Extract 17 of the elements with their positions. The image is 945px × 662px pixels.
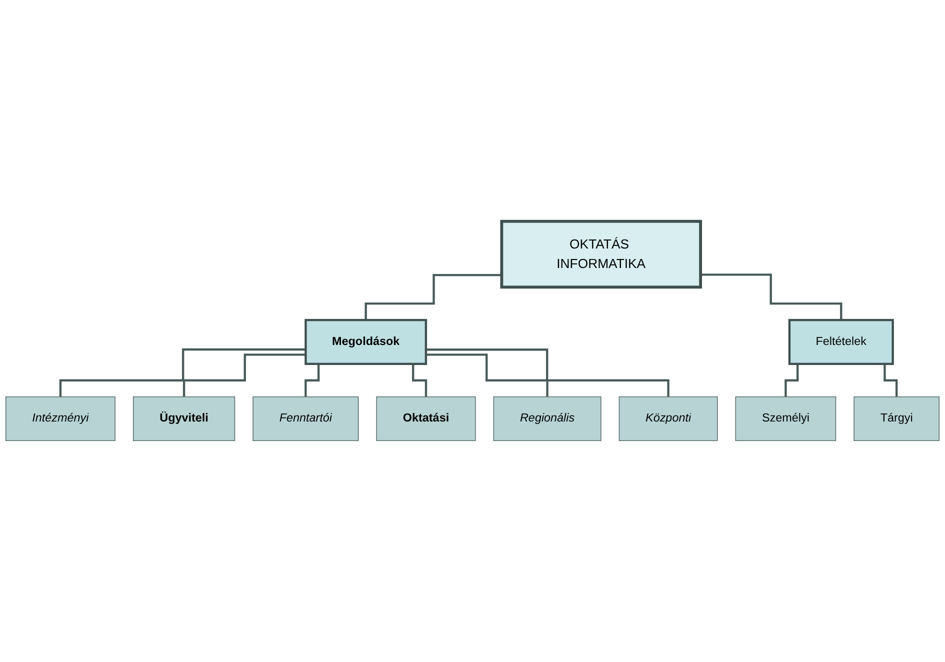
node-box: Központi: [618, 396, 718, 442]
node-box: Személyi: [735, 396, 836, 442]
node-box: Feltételek: [788, 318, 894, 365]
connector: [426, 348, 670, 398]
connector: [426, 354, 548, 398]
node-box: Ügyviteli: [132, 396, 236, 442]
connector: [182, 354, 306, 398]
node-box: Oktatási: [376, 396, 476, 442]
node-box: OKTATÁS INFORMATIKA: [500, 220, 702, 289]
node-box: Tárgyi: [854, 396, 940, 442]
connector: [700, 274, 842, 322]
node-box: Fenntartói: [252, 396, 359, 442]
node-box: Intézményi: [5, 396, 116, 442]
connector: [364, 274, 502, 322]
node-box: Megoldások: [304, 318, 428, 365]
connector: [59, 348, 306, 398]
node-box: Regionális: [493, 396, 602, 442]
